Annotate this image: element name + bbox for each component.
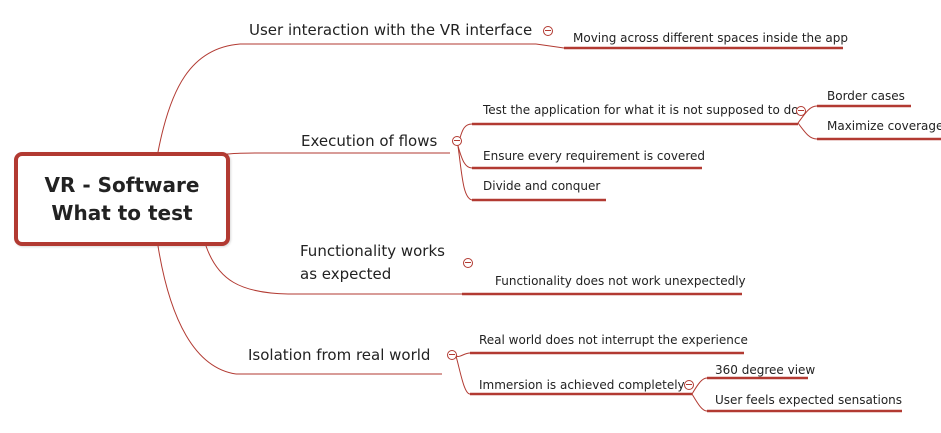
node-ensure-requirement[interactable]: Ensure every requirement is covered	[483, 149, 705, 163]
branch-execution-of-flows[interactable]: Execution of flows	[301, 132, 438, 150]
connectors-secondary	[455, 105, 818, 412]
collapse-icon[interactable]	[452, 136, 462, 146]
underlines	[236, 43, 941, 413]
connector-root-b3	[205, 245, 289, 295]
node-user-feels-sensations[interactable]: User feels expected sensations	[715, 393, 903, 407]
node-real-world-no-interrupt[interactable]: Real world does not interrupt the experi…	[479, 333, 748, 347]
collapse-icon[interactable]	[684, 380, 694, 390]
branch-user-interaction[interactable]: User interaction with the VR interface	[249, 21, 533, 39]
node-moving-across-spaces[interactable]: Moving across different spaces inside th…	[573, 31, 848, 45]
branch-isolation-real-world[interactable]: Isolation from real world	[248, 346, 431, 364]
node-immersion-achieved[interactable]: Immersion is achieved completely	[479, 378, 685, 392]
root-node[interactable]: VR - Software What to test	[14, 152, 230, 246]
node-does-not-work-unexpectedly[interactable]: Functionality does not work unexpectedly	[495, 274, 746, 288]
collapse-icon[interactable]	[463, 258, 473, 268]
collapse-icon[interactable]	[447, 350, 457, 360]
node-border-cases[interactable]: Border cases	[827, 89, 905, 103]
connector-root-b4	[157, 245, 237, 375]
branch-functionality-works[interactable]: Functionality works as expected	[300, 242, 445, 283]
node-360-degree-view[interactable]: 360 degree view	[715, 363, 816, 377]
node-maximize-coverage[interactable]: Maximize coverage	[827, 119, 941, 133]
node-divide-and-conquer[interactable]: Divide and conquer	[483, 179, 601, 193]
collapse-icon[interactable]	[796, 106, 806, 116]
root-title: VR - Software What to test	[44, 173, 200, 225]
node-test-not-supposed[interactable]: Test the application for what it is not …	[483, 103, 799, 117]
collapse-icon[interactable]	[543, 26, 553, 36]
connector-root-b1	[157, 43, 241, 153]
